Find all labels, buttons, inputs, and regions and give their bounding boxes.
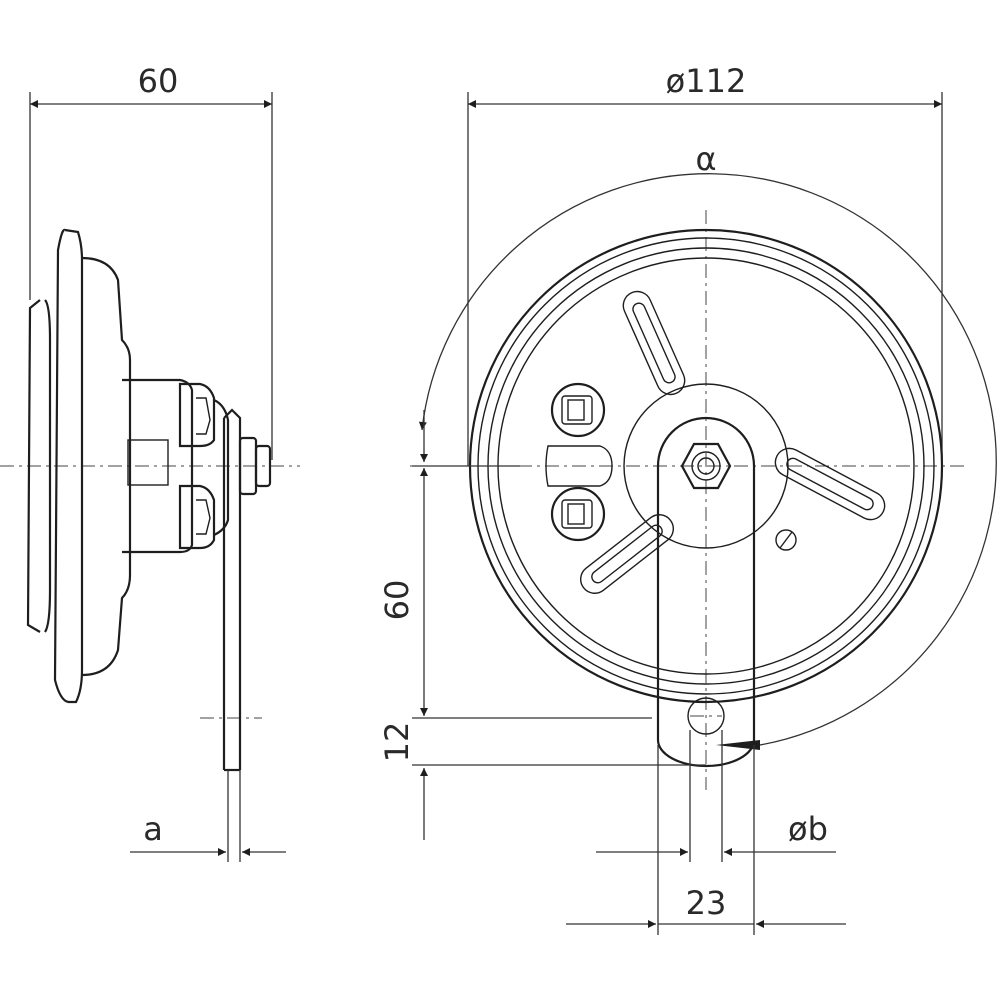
side-depth-label: 60 — [138, 62, 179, 100]
front-angle-label: α — [695, 140, 716, 178]
side-bracket-top — [223, 408, 242, 520]
front-angle-arc — [418, 173, 997, 746]
side-terminal-core — [127, 439, 169, 486]
front-bracket-hole — [687, 697, 725, 735]
side-lower-nut — [196, 499, 211, 535]
side-stud-nut — [254, 444, 272, 488]
side-stud-housing — [213, 398, 230, 537]
front-hub — [623, 383, 789, 549]
front-view: ø112 α — [378, 62, 997, 935]
side-body — [81, 256, 132, 677]
front-offset-label: 60 — [378, 580, 416, 621]
front-hex-nut — [680, 442, 732, 490]
front-angle-arrowhead — [716, 740, 760, 750]
front-screw — [775, 529, 797, 551]
front-slot-label: 12 — [378, 722, 416, 763]
front-nut-washer — [691, 451, 721, 481]
front-diameter-label: ø112 — [666, 62, 747, 100]
side-thickness-label: a — [143, 810, 163, 848]
front-spoke-bottom-left — [579, 514, 675, 594]
front-mounting-bracket — [656, 416, 756, 768]
side-rim-back — [26, 299, 41, 633]
front-spoke-right — [774, 447, 886, 521]
front-terminal-lower — [550, 486, 606, 542]
front-terminal-upper — [550, 382, 606, 438]
front-spoke-top — [622, 290, 686, 396]
side-flange — [64, 228, 84, 704]
side-rim-inner — [44, 299, 52, 633]
front-hole-label: øb — [788, 810, 828, 848]
side-upper-terminal — [178, 382, 216, 448]
side-flange-outer — [53, 228, 69, 704]
side-view: 60 a — [0, 62, 300, 862]
front-terminal-bridge — [545, 445, 613, 487]
side-lower-terminal — [178, 484, 216, 550]
side-upper-nut — [196, 397, 211, 435]
side-terminal-block — [122, 378, 194, 554]
front-stud — [697, 457, 715, 475]
front-width-label: 23 — [686, 884, 727, 922]
